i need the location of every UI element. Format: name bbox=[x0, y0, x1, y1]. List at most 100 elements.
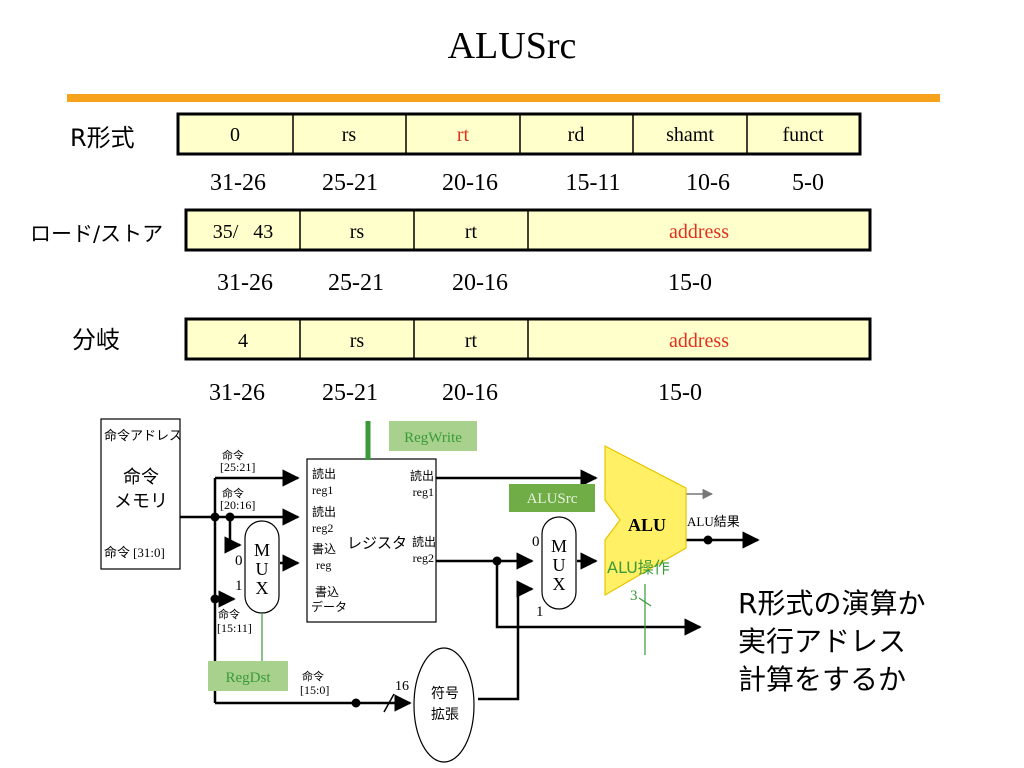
alusrc-label: ALUSrc bbox=[527, 491, 578, 507]
mux-alusrc-body bbox=[541, 516, 577, 610]
tap-rt-bits: [20:16] bbox=[220, 498, 255, 512]
r-field-funct: funct bbox=[782, 124, 824, 146]
reg-write-reg: reg bbox=[316, 558, 331, 572]
ls-field-rt: rt bbox=[465, 221, 478, 243]
register-file-box bbox=[306, 458, 437, 623]
ls-bits-rs: 25-21 bbox=[328, 270, 384, 296]
branch-bits-rt: 20-16 bbox=[442, 380, 498, 406]
reg-wdata-jp: 書込 bbox=[315, 585, 339, 599]
ls-field-rs: rs bbox=[350, 221, 365, 243]
instruction-memory-box bbox=[100, 418, 181, 570]
r-format-fields: 0 rs rt rd shamt funct bbox=[176, 112, 862, 156]
reg-read2-reg: reg2 bbox=[312, 521, 333, 535]
imm-width-slash bbox=[383, 693, 395, 713]
r-bits-opcode: 31-26 bbox=[210, 170, 266, 196]
title-underline bbox=[67, 94, 940, 102]
branch-field-address: address bbox=[669, 330, 729, 352]
mux-alusrc-u: U bbox=[553, 555, 566, 575]
regwrite-badge bbox=[389, 421, 477, 451]
regwrite-label: RegWrite bbox=[404, 430, 462, 446]
alu-op-bits: 3 bbox=[630, 588, 638, 604]
wire-reg2-to-memory bbox=[495, 561, 702, 636]
r-bits-funct: 5-0 bbox=[792, 170, 824, 196]
branch-bits-opcode: 31-26 bbox=[209, 380, 265, 406]
register-file: 読出 reg1 読出 reg2 書込 reg 書込 データ レジスタ 読出 re… bbox=[306, 458, 437, 623]
tap-rd-jp: 命令 bbox=[218, 607, 240, 621]
mux-regdst-u: U bbox=[256, 559, 269, 579]
branch-field-rt: rt bbox=[465, 330, 478, 352]
alu-op-slash bbox=[638, 597, 652, 607]
r-bits-rd: 15-11 bbox=[565, 170, 620, 196]
explanation-note: R形式の演算か 実行アドレス 計算をするか bbox=[738, 587, 925, 696]
ls-format-fields: 35/ 43 rs rt address bbox=[184, 208, 872, 252]
mux-alusrc-m: M bbox=[551, 536, 567, 556]
slide-title: ALUSrc bbox=[448, 25, 577, 67]
mux-alusrc-in1: 1 bbox=[536, 604, 544, 620]
alu-result-label: ALU結果 bbox=[687, 514, 740, 529]
tap-imm-bits: [15:0] bbox=[300, 683, 329, 697]
branch-format-bits: 31-26 25-21 20-16 15-0 bbox=[209, 380, 702, 406]
mux-regdst-x: X bbox=[256, 578, 269, 598]
reg-read2-jp: 読出 bbox=[312, 504, 336, 519]
reg-read1-jp: 読出 bbox=[312, 466, 336, 481]
reg-write-jp: 書込 bbox=[312, 542, 336, 556]
sign-extend-width: 16 bbox=[395, 679, 409, 694]
branch-format-label: 分岐 bbox=[72, 326, 120, 354]
sign-extend: 符号 拡張 16 bbox=[395, 647, 475, 763]
r-format-label: R形式 bbox=[70, 124, 135, 152]
mux-regdst-in1: 1 bbox=[235, 578, 243, 594]
mux-regdst: M U X 0 1 bbox=[235, 520, 280, 614]
note-line-3: 計算をするか bbox=[738, 663, 906, 696]
r-format-box bbox=[176, 112, 862, 156]
branch-field-opcode: 4 bbox=[238, 330, 248, 352]
instruction-out-label-jp: 命令 bbox=[104, 545, 130, 561]
sign-extend-label-1: 符号 bbox=[431, 686, 459, 702]
mux-alusrc-x: X bbox=[553, 574, 566, 594]
ls-bits-opcode: 31-26 bbox=[217, 270, 273, 296]
branch-bits-address: 15-0 bbox=[658, 380, 702, 406]
instruction-tap-labels: 命令 [25:21] 命令 [20:16] 命令 [15:11] 命令 [15:… bbox=[217, 448, 329, 697]
r-format-bits: 31-26 25-21 20-16 15-11 10-6 5-0 bbox=[210, 170, 824, 196]
branch-field-rs: rs bbox=[350, 330, 365, 352]
instruction-out-label-bits: [31:0] bbox=[133, 545, 165, 560]
r-field-rt: rt bbox=[457, 124, 470, 146]
alu-op-label: ALU操作 bbox=[607, 558, 670, 577]
branch-format-fields: 4 rs rt address bbox=[184, 317, 872, 361]
tap-rt-jp: 命令 bbox=[222, 486, 244, 500]
ls-field-opcode: 35/ 43 bbox=[213, 221, 274, 243]
regdst-badge bbox=[208, 661, 288, 691]
alu-title: ALU bbox=[628, 515, 666, 535]
regdst-label: RegDst bbox=[226, 670, 272, 686]
alu-body bbox=[604, 445, 687, 597]
r-bits-rt: 20-16 bbox=[442, 170, 498, 196]
tap-rd-bits: [15:11] bbox=[217, 621, 252, 635]
mux-alusrc-in0: 0 bbox=[532, 534, 540, 550]
alusrc-badge bbox=[509, 484, 595, 512]
r-field-shamt: shamt bbox=[666, 124, 714, 146]
tap-rs-jp: 命令 bbox=[222, 448, 244, 462]
sign-extend-label-2: 拡張 bbox=[431, 707, 459, 723]
ls-bits-address: 15-0 bbox=[668, 270, 712, 296]
ls-field-address: address bbox=[669, 221, 729, 243]
instruction-memory-title-1: 命令 bbox=[123, 467, 159, 488]
register-file-title: レジスタ bbox=[347, 534, 407, 552]
mux-regdst-m: M bbox=[254, 540, 270, 560]
tap-rs-bits: [25:21] bbox=[220, 460, 255, 474]
reg-read1-reg: reg1 bbox=[312, 483, 333, 497]
ls-bits-rt: 20-16 bbox=[452, 270, 508, 296]
mux-alusrc: M U X 0 1 bbox=[532, 516, 577, 620]
branch-bits-rs: 25-21 bbox=[322, 380, 378, 406]
tap-imm-jp: 命令 bbox=[302, 669, 324, 683]
r-bits-shamt: 10-6 bbox=[686, 170, 730, 196]
note-line-1: R形式の演算か bbox=[738, 587, 925, 620]
instruction-memory: 命令アドレス 命令 メモリ 命令 [31:0] bbox=[100, 418, 182, 570]
r-bits-rs: 25-21 bbox=[322, 170, 378, 196]
r-field-opcode: 0 bbox=[230, 124, 240, 146]
reg-out1-jp: 読出 bbox=[410, 468, 434, 483]
r-field-rd: rd bbox=[568, 124, 585, 146]
note-line-2: 実行アドレス bbox=[738, 625, 906, 658]
mux-regdst-in0: 0 bbox=[235, 553, 243, 569]
wire-rt-to-mux bbox=[224, 517, 242, 554]
wire-junctions bbox=[210, 512, 713, 708]
